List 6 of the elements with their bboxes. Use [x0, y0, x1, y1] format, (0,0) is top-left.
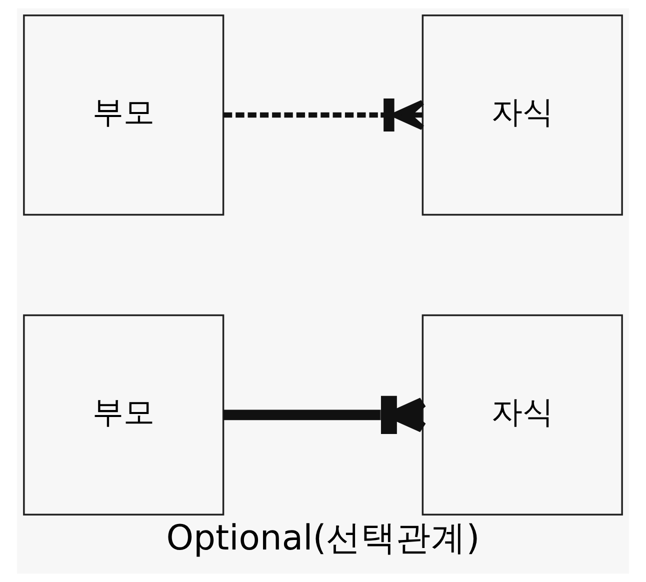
node-box: 자식: [422, 314, 623, 516]
node-box: 부모: [23, 14, 224, 216]
caption: Optional(선택관계): [166, 518, 480, 558]
node-box: 부모: [23, 314, 224, 516]
connector: [224, 98, 425, 132]
node-box: 자식: [422, 14, 623, 216]
